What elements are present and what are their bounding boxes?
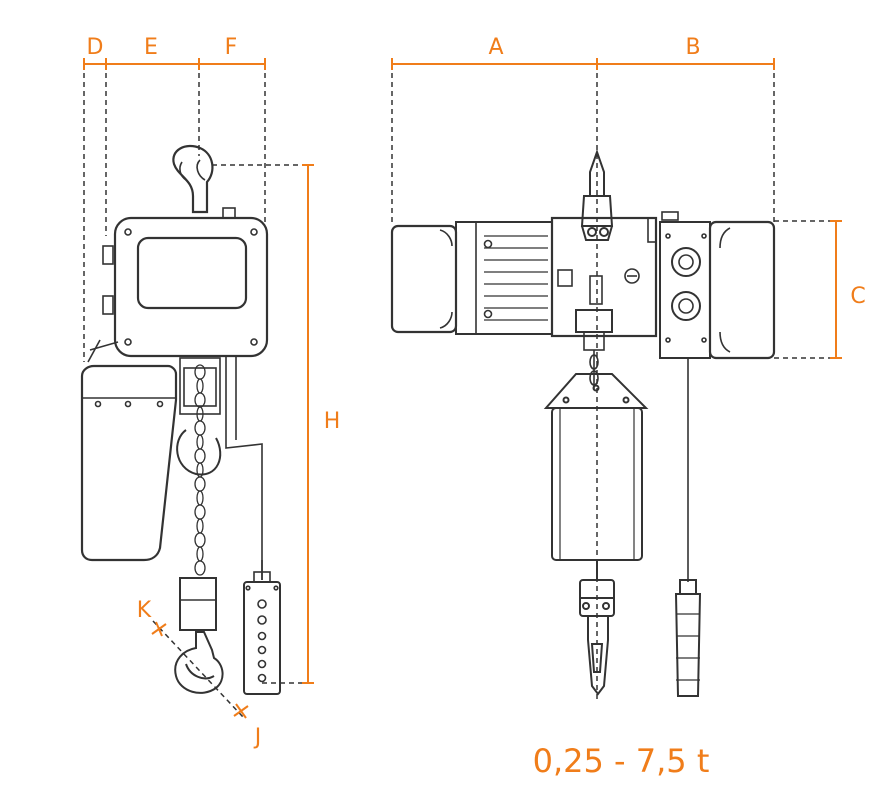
side-view-pendant [243, 560, 281, 695]
dimension-label-a: A [488, 35, 503, 60]
side-view-extension-lines [83, 64, 306, 684]
dimension-label-d: D [87, 35, 104, 60]
dimension-label-f: F [225, 35, 238, 60]
front-view-motor-fins [484, 235, 548, 321]
dimension-label-h: H [324, 409, 341, 434]
dimension-label-b: B [685, 35, 700, 60]
dimension-label-k: K [137, 598, 152, 623]
front-view-motor [455, 221, 553, 335]
front-view-hoist [390, 148, 776, 697]
front-view-chain-bag [543, 373, 649, 561]
side-view-top-hook [172, 144, 214, 214]
dimension-label-c: C [850, 284, 865, 309]
front-view-pendant [674, 579, 702, 697]
side-view-dimension-lines [83, 58, 314, 719]
front-view-motor-cap [390, 224, 458, 334]
front-view-right-cap [708, 220, 776, 360]
side-view-bottom-hook [174, 631, 224, 694]
side-view-hoist [80, 144, 281, 695]
side-view-window [136, 236, 248, 310]
capacity-label: 0,25 - 7,5 t [533, 742, 710, 780]
dimension-label-e: E [144, 35, 158, 60]
side-view-chain-bag [80, 339, 178, 562]
front-view-dimension-lines [391, 58, 842, 359]
front-view-top-hook [580, 148, 614, 241]
front-view-extension-lines [391, 64, 834, 700]
side-view-chain [194, 364, 206, 576]
side-view-motor-body [113, 216, 269, 358]
dimension-label-j: J [253, 725, 262, 750]
dimension-labels: D E F A B C H K J 0,25 - 7,5 t [87, 35, 866, 780]
side-view-bottom-block [179, 577, 217, 631]
